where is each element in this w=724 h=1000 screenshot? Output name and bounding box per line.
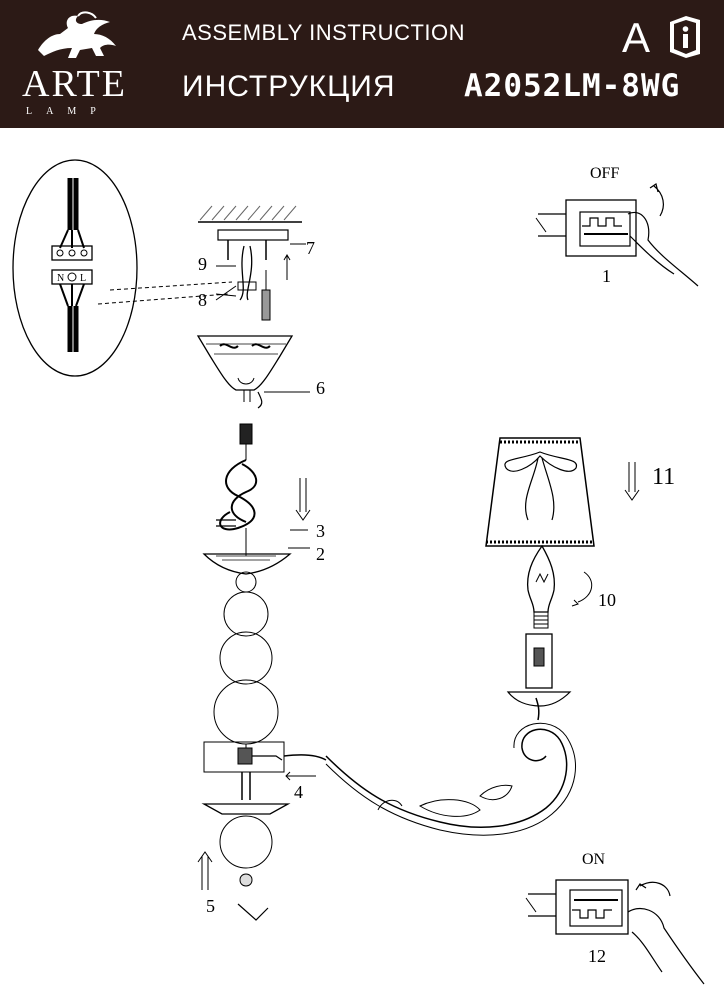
step-11: 11 xyxy=(652,464,675,490)
step-5: 5 xyxy=(206,896,215,916)
label-l: L xyxy=(80,273,86,284)
canopy xyxy=(196,335,310,409)
label-n: N xyxy=(57,273,64,284)
assembly-diagram: N L xyxy=(12,159,705,985)
switch-off: OFF xyxy=(535,165,699,287)
step-2: 2 xyxy=(316,544,325,564)
switch-on: ON xyxy=(525,851,705,985)
info-book-icon xyxy=(670,16,700,58)
doc-letter: A xyxy=(622,14,651,61)
brand-subtitle: LAMP xyxy=(26,106,110,117)
leader-lines xyxy=(215,265,237,301)
switch-on-label: ON xyxy=(582,851,606,868)
central-stem xyxy=(197,553,316,921)
step-8: 8 xyxy=(198,290,207,310)
step-4: 4 xyxy=(294,782,303,802)
ceiling-mount xyxy=(198,205,306,321)
lamp-arm xyxy=(283,633,576,836)
griffin-logo-icon xyxy=(38,11,116,58)
step-12: 12 xyxy=(588,946,606,966)
wiring-detail: N L xyxy=(12,159,233,377)
step-3: 3 xyxy=(316,521,325,541)
title-russian: ИНСТРУКЦИЯ xyxy=(182,70,396,103)
step-numbers: 1 2 3 4 5 6 7 8 9 10 11 12 xyxy=(198,238,675,966)
header-bar: ARTE LAMP ASSEMBLY INSTRUCTION ИНСТРУКЦИ… xyxy=(0,0,724,128)
step-7: 7 xyxy=(306,238,315,258)
bulb xyxy=(526,544,593,629)
chain-section xyxy=(216,423,311,556)
model-number: A2052LM-8WG xyxy=(464,68,681,104)
step-9: 9 xyxy=(198,254,207,274)
switch-off-label: OFF xyxy=(590,165,619,182)
lamp-shade xyxy=(485,437,640,547)
step-1: 1 xyxy=(602,266,611,286)
step-6: 6 xyxy=(316,378,325,398)
title-english: ASSEMBLY INSTRUCTION xyxy=(182,20,466,45)
step-10: 10 xyxy=(598,590,616,610)
brand-name: ARTE xyxy=(22,63,127,105)
